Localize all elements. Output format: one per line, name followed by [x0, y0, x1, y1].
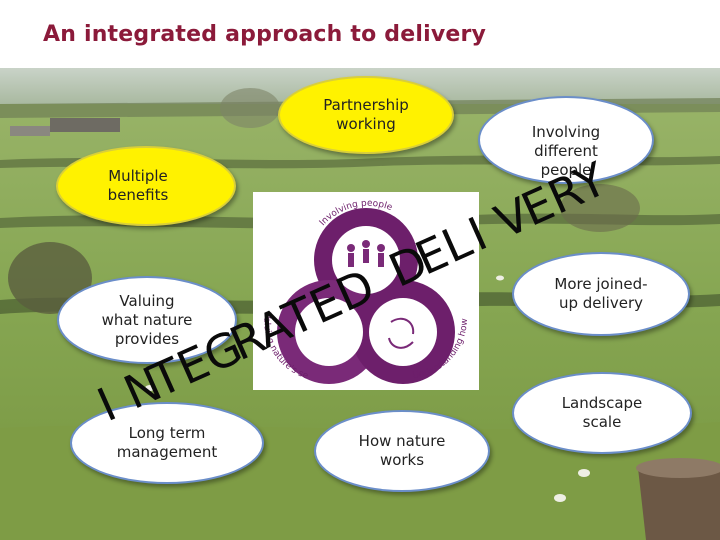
bubble-label: Landscape scale: [562, 394, 643, 432]
bubble-long-term-management[interactable]: Long term management: [70, 402, 264, 484]
bubble-label: Long term management: [117, 424, 217, 462]
bubble-how-nature-works[interactable]: How nature works: [314, 410, 490, 492]
bubble-partnership-working[interactable]: Partnership working: [278, 76, 454, 154]
bubble-valuing-nature[interactable]: Valuing what nature provides: [57, 276, 237, 364]
bubble-label: Partnership working: [323, 96, 409, 134]
slide-title: An integrated approach to delivery: [43, 22, 486, 47]
bubble-joined-up-delivery[interactable]: More joined- up delivery: [512, 252, 690, 336]
bubble-label: More joined- up delivery: [554, 275, 647, 313]
bubble-multiple-benefits[interactable]: Multiple benefits: [56, 146, 236, 226]
bubble-landscape-scale[interactable]: Landscape scale: [512, 372, 692, 454]
bubble-label: Valuing what nature provides: [102, 292, 193, 349]
center-diagram: Involving people Valuing nature's servic…: [253, 192, 479, 390]
bubble-involving-people[interactable]: Involving different people: [478, 96, 654, 184]
bubble-label: How nature works: [359, 432, 446, 470]
bubble-label: Multiple benefits: [108, 167, 169, 205]
bubble-label: Involving different people: [532, 123, 600, 180]
